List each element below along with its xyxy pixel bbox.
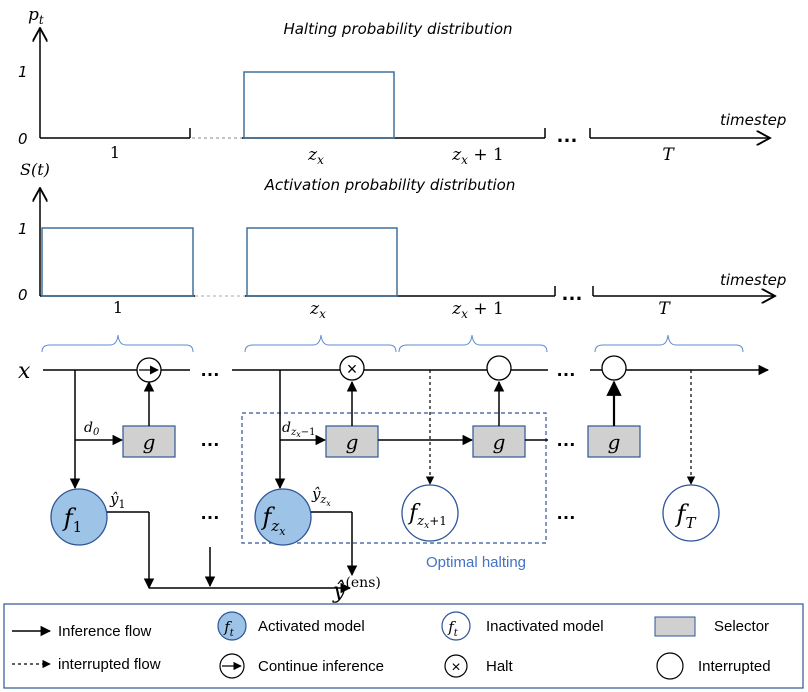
bottom-dots: …: [561, 280, 583, 305]
flow-dots-6: …: [556, 502, 576, 524]
bottom-bar-zx: [246, 227, 398, 297]
legend-activated-model: Activated model: [258, 618, 365, 635]
legend-halt: Halt: [486, 658, 514, 675]
bottom-ytick-1: 1: [18, 220, 28, 238]
flow-diagram: x … … Optimal halting d0 g f1 ŷ1 … … ŷ(e…: [18, 355, 770, 604]
bottom-xlabel: timestep: [720, 271, 786, 289]
brace-1: [41, 334, 194, 353]
bottom-xtick-zx1: zx + 1: [451, 299, 504, 321]
model-f1: [50, 488, 108, 546]
model-fT: [662, 484, 720, 542]
halt-gate: [339, 355, 365, 381]
selector-gzx-label: g: [346, 430, 359, 454]
top-dots: …: [556, 122, 578, 147]
top-xtick-zx: zx: [307, 145, 324, 167]
input-x: x: [18, 359, 31, 384]
legend-halt-icon: [444, 654, 468, 678]
flow-dots-4: …: [200, 502, 220, 524]
label-y1: ŷ1: [109, 490, 125, 511]
label-d0: d0: [84, 420, 100, 438]
halt-symbol: ×: [347, 359, 358, 379]
legend-continue-inference: Continue inference: [258, 658, 384, 675]
svg-text:ft: ft: [223, 618, 235, 639]
bottom-xtick-T: T: [658, 299, 671, 319]
legend-inactivated-model-icon: [441, 611, 471, 641]
top-ytick-1: 1: [18, 63, 28, 81]
flow-dots-3: …: [200, 429, 220, 451]
selector-g1-label: g: [143, 430, 156, 454]
legend-interrupted-icon: [656, 652, 684, 680]
model-fzx: [254, 488, 312, 546]
top-chart-title: Halting probability distribution: [283, 20, 512, 38]
bottom-xtick-zx: zx: [309, 299, 326, 321]
flow-dots-2: …: [556, 359, 576, 381]
interrupted-gate-T: [601, 355, 627, 381]
svg-text:ft: ft: [447, 618, 459, 639]
timestep-braces: [41, 334, 744, 353]
activation-chart: Activation probability distribution S(t)…: [18, 160, 786, 321]
flow-dots-5: …: [556, 429, 576, 451]
label-dzx: dzx−1: [282, 420, 316, 439]
top-xtick-T: T: [662, 145, 675, 165]
top-ytick-0: 0: [18, 130, 28, 148]
model-fzx1: [401, 484, 459, 542]
bottom-ylabel: S(t): [20, 160, 50, 179]
interrupted-gate-zx1: [486, 355, 512, 381]
optimal-halting-label: Optimal halting: [426, 554, 526, 571]
top-xlabel: timestep: [720, 111, 786, 129]
top-xtick-zx1: zx + 1: [451, 145, 504, 167]
legend-interrupted-flow: interrupted flow: [58, 656, 161, 673]
flow-dots-1: …: [200, 359, 220, 381]
bottom-xtick-1: 1: [113, 298, 123, 317]
svg-text:×: ×: [451, 659, 460, 676]
legend-inactivated-model: Inactivated model: [486, 618, 604, 635]
legend-activated-model-icon: [217, 611, 247, 641]
legend-inference-flow: Inference flow: [58, 623, 152, 640]
legend-interrupted: Interrupted: [698, 658, 771, 675]
label-yens: ŷ(ens): [332, 575, 381, 604]
brace-T: [594, 334, 744, 353]
legend: Inference flow interrupted flow ft Activ…: [3, 603, 804, 689]
bottom-ytick-0: 0: [18, 286, 28, 304]
selector-gzx1: [472, 425, 526, 458]
bottom-chart-title: Activation probability distribution: [264, 176, 516, 194]
top-ylabel: pt: [28, 5, 44, 27]
top-bar-zx: [243, 71, 395, 139]
bottom-bar-1: [41, 227, 194, 297]
selector-gT-label: g: [608, 430, 621, 454]
top-xtick-1: 1: [110, 143, 120, 162]
selector-gzx1-label: g: [493, 430, 506, 454]
brace-zx1: [398, 334, 548, 353]
label-yzx: ŷzx: [311, 485, 331, 508]
legend-selector-icon: [654, 616, 696, 637]
brace-zx: [244, 334, 397, 353]
legend-selector: Selector: [714, 618, 769, 635]
selector-gzx: [325, 425, 379, 458]
halting-chart: Halting probability distribution pt 1 0 …: [18, 5, 786, 167]
